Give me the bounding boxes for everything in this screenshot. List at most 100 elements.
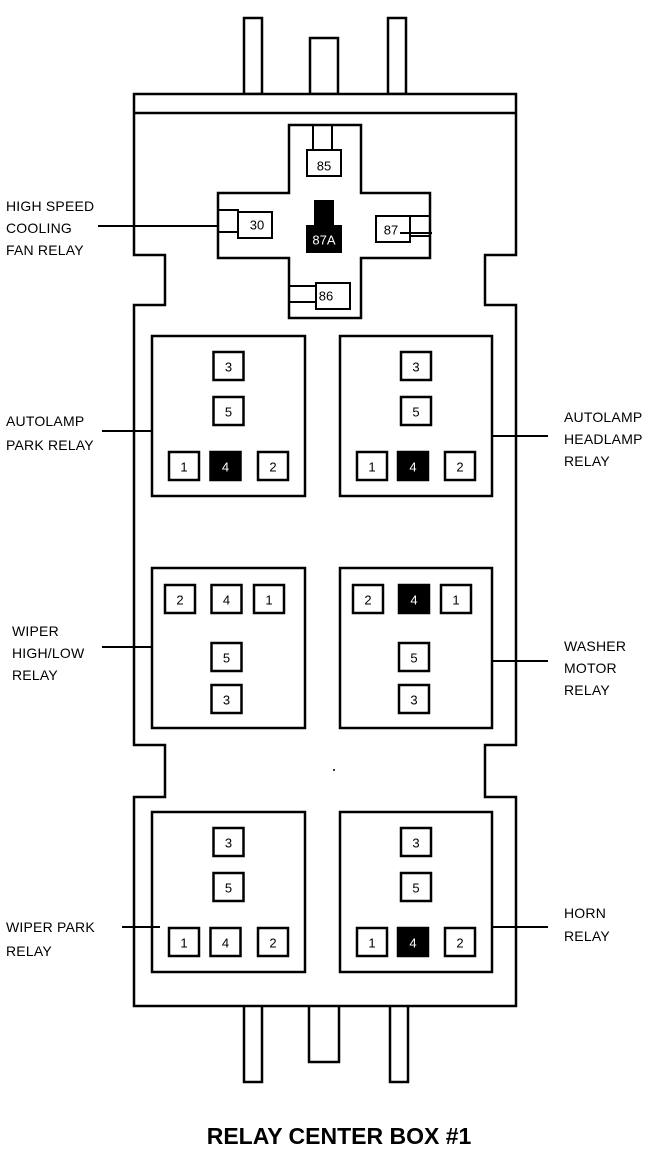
washer-motor-pin-1-label: 1 xyxy=(452,593,459,608)
wiper-high-low-pin-4-label: 4 xyxy=(223,593,230,608)
autolamp-headlamp-pin-2-label: 2 xyxy=(456,460,463,475)
washer-motor-pin-2 xyxy=(351,583,385,615)
fan-pin-30 xyxy=(237,211,273,239)
washer-motor-pin-4-label: 4 xyxy=(410,593,417,608)
washer-motor-pin-5 xyxy=(397,641,431,673)
fan-pin-86 xyxy=(315,282,351,310)
autolamp-headlamp-relay-label: AUTOLAMP HEADLAMP RELAY xyxy=(564,409,643,469)
horn-relay-label: HORN RELAY xyxy=(564,905,610,944)
autolamp-headlamp-pin-1 xyxy=(355,450,389,482)
autolamp-park-pin-2 xyxy=(256,450,290,482)
wiper-high-low-label-line-2: HIGH/LOW xyxy=(12,645,85,661)
washer-motor-label-line-2: MOTOR xyxy=(564,660,617,676)
fan-relay-label-line-2: COOLING xyxy=(6,220,72,236)
autolamp-headlamp-pin-5-label: 5 xyxy=(412,405,419,420)
wiper-high-low-pin-3-label: 3 xyxy=(223,693,230,708)
autolamp-headlamp-pin-3 xyxy=(399,350,433,382)
autolamp-headlamp-pin-1-label: 1 xyxy=(368,460,375,475)
autolamp-headlamp-label-line-2: HEADLAMP xyxy=(564,431,643,447)
fan-pin-86-label: 86 xyxy=(319,289,333,304)
fan-pin-85-slot xyxy=(312,125,333,150)
autolamp-park-pin-3 xyxy=(212,350,245,382)
horn-pin-2 xyxy=(443,926,477,958)
fan-relay-socket: 85 30 87A 87 86 xyxy=(216,123,432,320)
wiper-high-low-pin-5-label: 5 xyxy=(223,651,230,666)
washer-motor-pin-1 xyxy=(439,583,473,615)
autolamp-headlamp-label-line-1: AUTOLAMP xyxy=(564,409,642,425)
fan-relay-label: HIGH SPEED COOLING FAN RELAY xyxy=(6,198,94,258)
top-terminal-left xyxy=(242,16,264,96)
wiper-high-low-pin-1 xyxy=(252,583,286,615)
wiper-park-pin-4-label: 4 xyxy=(222,936,229,951)
wiper-high-low-relay-label: WIPER HIGH/LOW RELAY xyxy=(12,623,85,683)
wiper-high-low-label-line-1: WIPER xyxy=(12,623,59,639)
bottom-terminal-center xyxy=(307,998,341,1064)
fan-pin-87a xyxy=(306,225,342,253)
horn-pin-3-label: 3 xyxy=(412,836,419,851)
fan-pin-85-label: 85 xyxy=(317,159,331,174)
bottom-terminal-left xyxy=(242,998,264,1084)
wiper-high-low-pin-2 xyxy=(163,583,197,615)
autolamp-park-pin-4-label: 4 xyxy=(222,460,229,475)
washer-motor-label-line-3: RELAY xyxy=(564,682,610,698)
bottom-terminals xyxy=(242,998,410,1084)
washer-motor-pin-4 xyxy=(397,583,431,615)
autolamp-park-label-line-2: PARK RELAY xyxy=(6,437,94,453)
wiper-park-pin-2 xyxy=(256,926,290,958)
horn-pin-3 xyxy=(399,826,433,858)
fan-relay-label-line-3: FAN RELAY xyxy=(6,242,84,258)
autolamp-park-pin-3-label: 3 xyxy=(225,360,232,375)
autolamp-headlamp-pin-4-label: 4 xyxy=(409,460,416,475)
wiper-high-low-pin-5 xyxy=(210,641,243,673)
autolamp-headlamp-pin-4 xyxy=(396,450,430,482)
wiper-high-low-label-line-3: RELAY xyxy=(12,667,58,683)
top-terminals xyxy=(242,16,408,96)
wiper-park-relay-label: WIPER PARK RELAY xyxy=(6,919,95,959)
fan-pin-86-slot xyxy=(289,285,316,303)
autolamp-park-pin-5-label: 5 xyxy=(225,405,232,420)
fan-pin-30-label: 30 xyxy=(250,218,264,233)
fan-pin-87a-stub xyxy=(314,200,334,226)
autolamp-park-pin-5 xyxy=(212,395,245,427)
wiper-park-label-line-2: RELAY xyxy=(6,943,52,959)
wiper-park-pin-3 xyxy=(212,826,245,858)
wiper-high-low-pin-4 xyxy=(210,583,243,615)
fan-relay-label-line-1: HIGH SPEED xyxy=(6,198,94,214)
fan-pin-87a-label: 87A xyxy=(312,233,335,248)
diagram-title: RELAY CENTER BOX #1 xyxy=(207,1123,472,1149)
horn-pin-4 xyxy=(396,926,430,958)
autolamp-park-label-line-1: AUTOLAMP xyxy=(6,413,84,429)
autolamp-park-relay-label: AUTOLAMP PARK RELAY xyxy=(6,413,94,453)
wiper-park-pin-4 xyxy=(209,926,242,958)
wiper-park-pin-2-label: 2 xyxy=(269,936,276,951)
autolamp-headlamp-pin-2 xyxy=(443,450,477,482)
wiper-park-pin-5-label: 5 xyxy=(225,881,232,896)
washer-motor-pin-3 xyxy=(397,683,431,715)
horn-pin-4-label: 4 xyxy=(409,936,416,951)
horn-pin-1-label: 1 xyxy=(368,936,375,951)
autolamp-park-pin-1-label: 1 xyxy=(180,460,187,475)
relay-horn: 3 5 1 4 2 xyxy=(338,810,494,974)
horn-pin-5-label: 5 xyxy=(412,881,419,896)
wiper-high-low-pin-3 xyxy=(210,683,243,715)
washer-motor-label-line-1: WASHER xyxy=(564,638,626,654)
autolamp-headlamp-label-line-3: RELAY xyxy=(564,453,610,469)
wiper-park-pin-5 xyxy=(212,871,245,903)
autolamp-park-pin-1 xyxy=(167,450,201,482)
autolamp-park-pin-4 xyxy=(209,450,242,482)
fan-pin-87-slot xyxy=(410,215,430,237)
wiper-high-low-pin-1-label: 1 xyxy=(265,593,272,608)
wiper-park-pin-3-label: 3 xyxy=(225,836,232,851)
autolamp-park-pin-2-label: 2 xyxy=(269,460,276,475)
washer-motor-pin-2-label: 2 xyxy=(364,593,371,608)
horn-pin-2-label: 2 xyxy=(456,936,463,951)
wiper-park-pin-1 xyxy=(167,926,201,958)
washer-motor-pin-3-label: 3 xyxy=(410,693,417,708)
relay-box-housing xyxy=(132,92,518,1008)
fan-pin-87 xyxy=(375,215,411,243)
